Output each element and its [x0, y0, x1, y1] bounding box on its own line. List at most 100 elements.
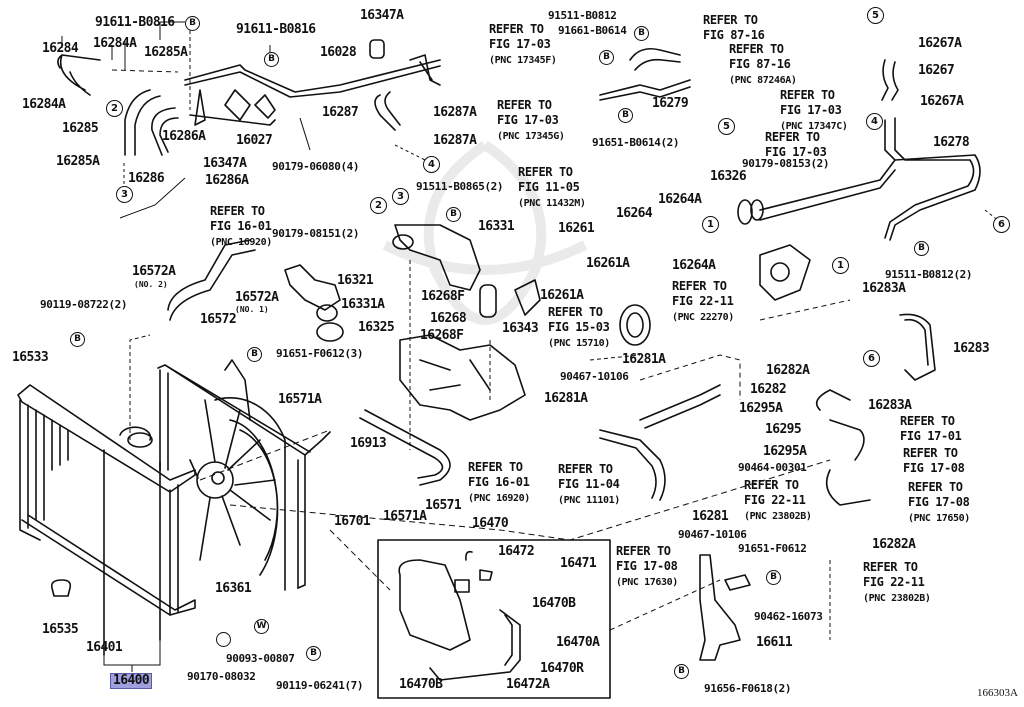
part-label[interactable]: 16343: [502, 321, 539, 336]
part-label[interactable]: 91611-B0816: [95, 15, 175, 30]
part-label[interactable]: 16286A: [162, 129, 206, 144]
part-label[interactable]: 16572A: [235, 290, 279, 305]
part-label[interactable]: 16286A: [205, 173, 249, 188]
part-label[interactable]: 16701: [334, 514, 371, 529]
part-label[interactable]: 16285A: [144, 45, 188, 60]
part-label[interactable]: 90179-08151(2): [272, 227, 360, 240]
part-label[interactable]: 90119-08722(2): [40, 298, 128, 311]
part-label[interactable]: 16331A: [341, 297, 385, 312]
part-label[interactable]: 16284A: [93, 36, 137, 51]
part-label[interactable]: 91511-B0812(2): [885, 268, 973, 281]
part-label[interactable]: 16295: [765, 422, 802, 437]
part-label[interactable]: 16321: [337, 273, 374, 288]
part-label[interactable]: 16267: [918, 63, 955, 78]
part-label[interactable]: 16281A: [544, 391, 588, 406]
part-label[interactable]: 90170-08032: [187, 670, 256, 683]
part-label[interactable]: 16571A: [383, 509, 427, 524]
part-label[interactable]: 90467-10106: [678, 528, 747, 541]
part-label[interactable]: 16347A: [360, 8, 404, 23]
part-label[interactable]: 16347A: [203, 156, 247, 171]
part-label[interactable]: 16331: [478, 219, 515, 234]
part-label[interactable]: 16326: [710, 169, 747, 184]
part-label[interactable]: 16283A: [862, 281, 906, 296]
part-label[interactable]: 90119-06241(7): [276, 679, 364, 692]
part-label[interactable]: 16471: [560, 556, 597, 571]
part-label[interactable]: 91651-B0614(2): [592, 136, 680, 149]
part-label[interactable]: 16278: [933, 135, 970, 150]
part-label[interactable]: 90179-08153(2): [742, 157, 830, 170]
part-label[interactable]: 16571A: [278, 392, 322, 407]
part-label[interactable]: 16470A: [556, 635, 600, 650]
part-label[interactable]: 16261A: [586, 256, 630, 271]
part-label[interactable]: 91511-B0812: [548, 9, 617, 22]
part-label[interactable]: 16282: [750, 382, 787, 397]
part-label[interactable]: 16470B: [399, 677, 443, 692]
part-label[interactable]: 16264A: [672, 258, 716, 273]
part-label[interactable]: 90462-16073: [754, 610, 823, 623]
part-label[interactable]: 16261: [558, 221, 595, 236]
part-label[interactable]: 16267A: [918, 36, 962, 51]
part-label[interactable]: 16285: [62, 121, 99, 136]
part-label[interactable]: 16287A: [433, 133, 477, 148]
part-label[interactable]: 16268F: [421, 289, 465, 304]
part-label[interactable]: 16287: [322, 105, 359, 120]
part-label[interactable]: 16470B: [532, 596, 576, 611]
part-label[interactable]: 16533: [12, 350, 49, 365]
part-label[interactable]: 91651-F0612: [738, 542, 807, 555]
part-label[interactable]: 16470: [472, 516, 509, 531]
part-label[interactable]: 16282A: [766, 363, 810, 378]
part-label[interactable]: 16295A: [763, 444, 807, 459]
part-label[interactable]: 16284: [42, 41, 79, 56]
part-label[interactable]: 16535: [42, 622, 79, 637]
part-label[interactable]: 16268F: [420, 328, 464, 343]
part-label[interactable]: 16472: [498, 544, 535, 559]
part-label[interactable]: 16283: [953, 341, 990, 356]
part-label[interactable]: 16268: [430, 311, 467, 326]
part-label[interactable]: 16295A: [739, 401, 783, 416]
part-label[interactable]: 16283A: [868, 398, 912, 413]
part-label[interactable]: 90464-00301: [738, 461, 807, 474]
part-label[interactable]: 16028: [320, 45, 357, 60]
part-label[interactable]: 16572: [200, 312, 237, 327]
part-label[interactable]: 16264: [616, 206, 653, 221]
part-label[interactable]: 90467-10106: [560, 370, 629, 383]
part-label[interactable]: 91656-F0618(2): [704, 682, 792, 695]
part-label[interactable]: 16267A: [920, 94, 964, 109]
part-label[interactable]: 16279: [652, 96, 689, 111]
part-label[interactable]: 16611: [756, 635, 793, 650]
part-label[interactable]: 91611-B0816: [236, 22, 316, 37]
part-label[interactable]: 90179-06080(4): [272, 160, 360, 173]
part-label[interactable]: 16286: [128, 171, 165, 186]
part-label[interactable]: 16401: [86, 640, 123, 655]
part-label[interactable]: 16913: [350, 436, 387, 451]
part-label[interactable]: 16282A: [872, 537, 916, 552]
part-label[interactable]: 16027: [236, 133, 273, 148]
part-label[interactable]: 16281: [692, 509, 729, 524]
part-label[interactable]: 91661-B0614: [558, 24, 627, 37]
selected-part-label[interactable]: 16400: [110, 673, 153, 689]
part-label[interactable]: 16472A: [506, 677, 550, 692]
part-label[interactable]: 16325: [358, 320, 395, 335]
part-label[interactable]: 16284A: [22, 97, 66, 112]
part-label[interactable]: 16287A: [433, 105, 477, 120]
part-label[interactable]: 16264A: [658, 192, 702, 207]
part-label[interactable]: 16285A: [56, 154, 100, 169]
part-label[interactable]: 16571: [425, 498, 462, 513]
